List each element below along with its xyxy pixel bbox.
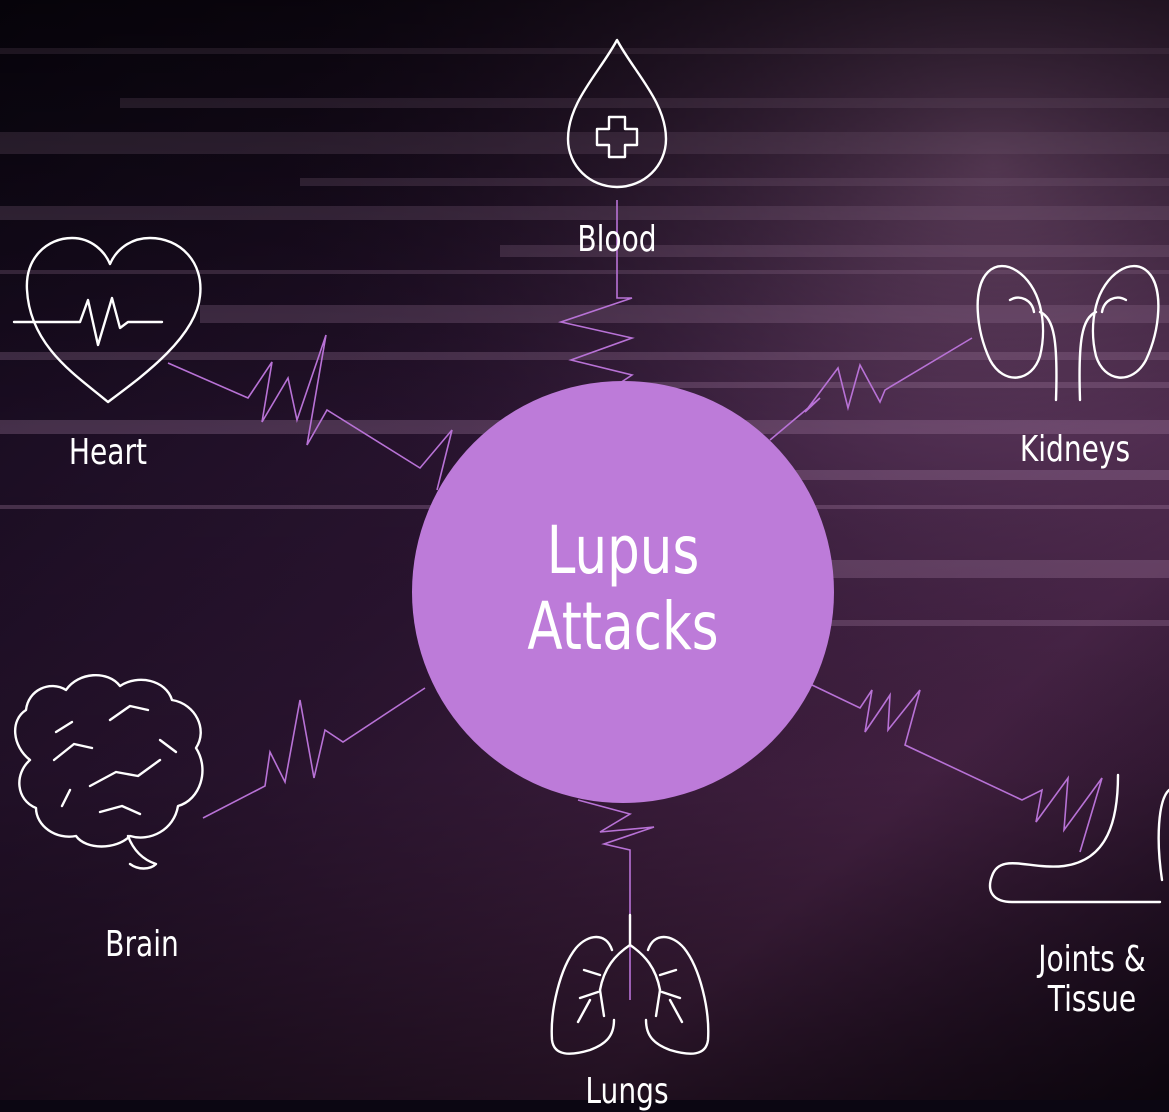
lungs-icon — [552, 915, 709, 1054]
label-blood: Blood — [555, 220, 680, 260]
center-title: Lupus Attacks — [458, 513, 787, 665]
center-title-line2: Attacks — [458, 589, 787, 665]
label-heart: Heart — [46, 433, 171, 473]
label-joints-tissue: Joints & Tissue — [1030, 940, 1155, 1020]
blood-drop-icon — [568, 40, 666, 187]
center-title-line1: Lupus — [458, 513, 787, 589]
heart-icon — [14, 238, 200, 402]
brain-icon — [15, 675, 202, 868]
foot-icon — [990, 775, 1169, 902]
label-kidneys: Kidneys — [1013, 430, 1138, 470]
kidneys-icon — [978, 266, 1159, 400]
label-brain: Brain — [80, 925, 205, 965]
label-lungs: Lungs — [565, 1072, 690, 1112]
label-joints-line2: Tissue — [1030, 980, 1155, 1020]
label-joints-line1: Joints & — [1030, 940, 1155, 980]
center-node: Lupus Attacks — [412, 381, 834, 803]
